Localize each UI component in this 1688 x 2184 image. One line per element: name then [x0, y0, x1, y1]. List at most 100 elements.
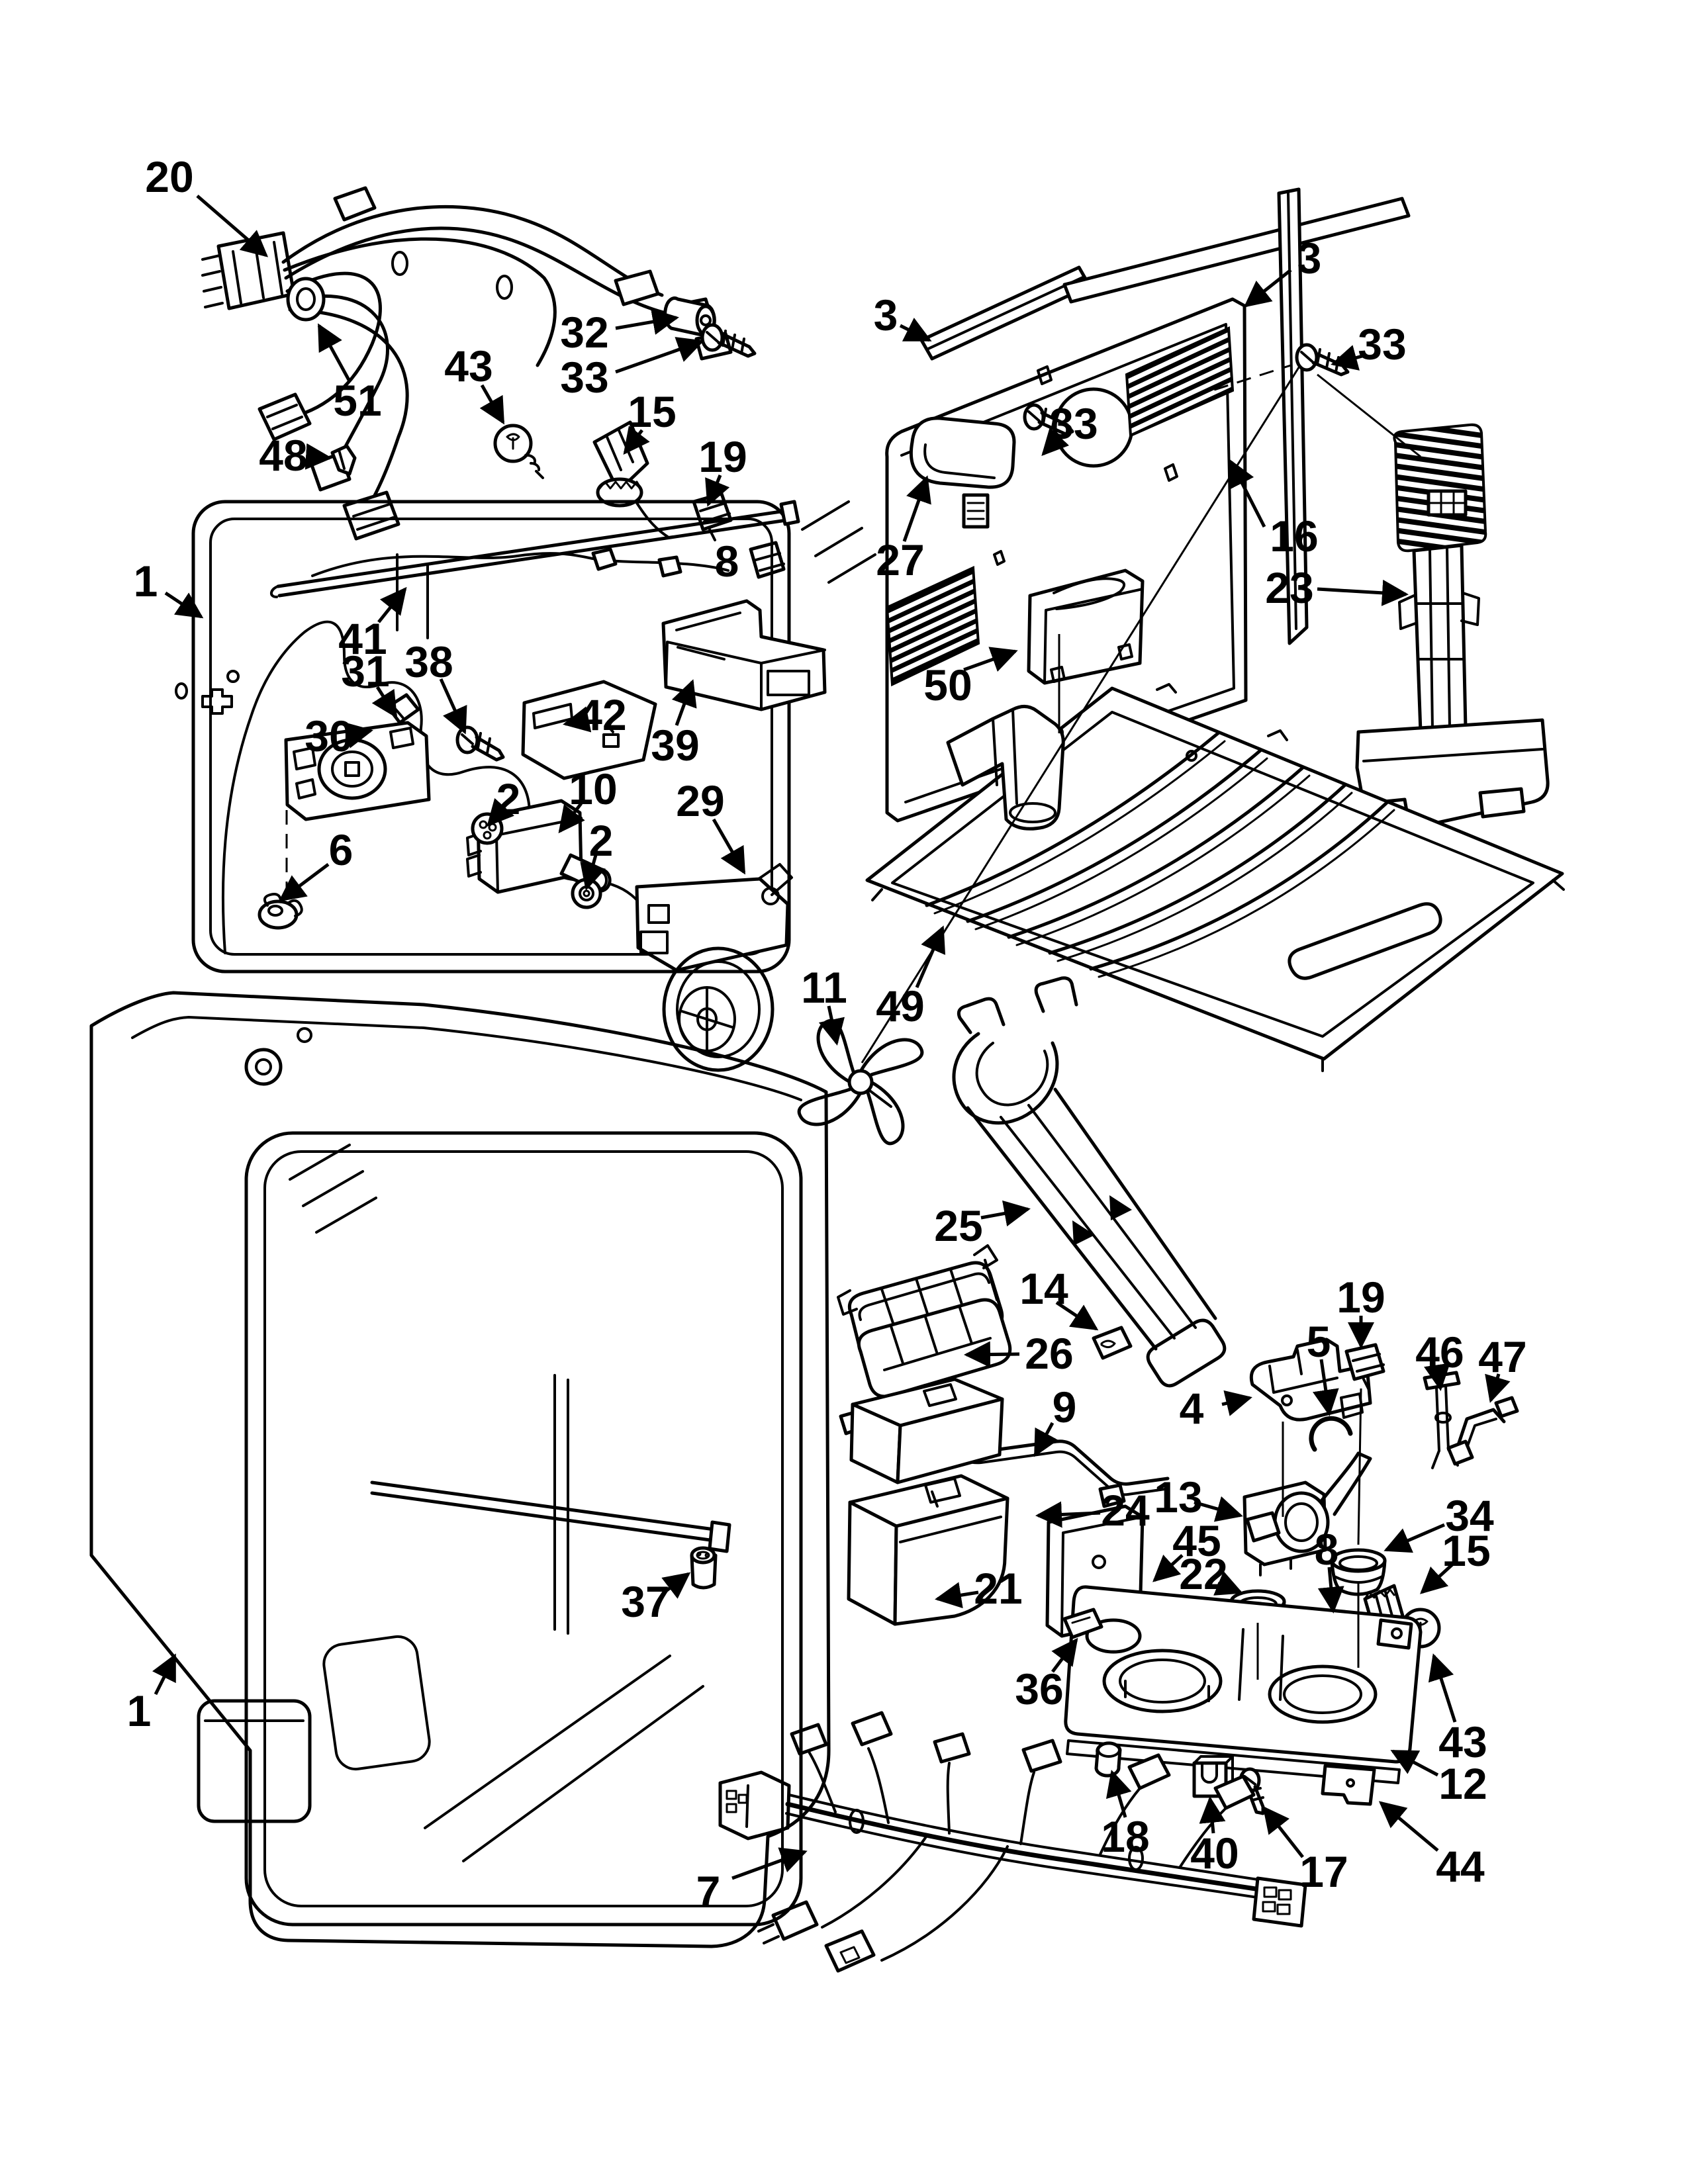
callout-arrows	[152, 195, 1511, 1880]
callout-arrow-19a	[705, 475, 730, 507]
leader-line-5	[1357, 1388, 1362, 1545]
callout-30: 30	[305, 711, 353, 760]
callout-arrow-33b	[1331, 345, 1363, 371]
callout-39: 39	[651, 721, 699, 770]
callout-arrow-24	[1035, 1501, 1101, 1528]
callout-43b: 43	[1438, 1717, 1487, 1766]
callout-9: 9	[1053, 1383, 1077, 1432]
callout-42: 42	[578, 690, 626, 739]
callout-37: 37	[621, 1577, 669, 1626]
callout-19b: 19	[1336, 1273, 1385, 1322]
callout-arrow-31	[371, 686, 398, 719]
callout-3b: 3	[1297, 234, 1322, 283]
callout-arrow-39	[671, 679, 697, 726]
leader-line-2	[1191, 364, 1291, 398]
air-duct-lower	[847, 1474, 1009, 1626]
leader-line-1	[1317, 373, 1421, 458]
base-pan	[1064, 1585, 1423, 1784]
callout-arrow-46	[1424, 1363, 1450, 1391]
callout-43a: 43	[444, 341, 492, 390]
callout-arrow-51	[317, 323, 352, 383]
callout-5: 5	[1307, 1317, 1331, 1366]
sensor-wire	[311, 547, 729, 578]
tray-post	[946, 705, 1065, 831]
deflector-panel	[1027, 569, 1145, 685]
callout-arrow-25	[980, 1200, 1031, 1227]
callout-arrow-20	[196, 195, 269, 257]
callout-arrow-13	[1194, 1496, 1243, 1522]
callout-2b: 2	[589, 816, 614, 865]
ice-cube-tray	[837, 1244, 1012, 1398]
retainer-ring	[1309, 1416, 1353, 1452]
callout-20: 20	[145, 152, 193, 201]
callout-13: 13	[1154, 1473, 1202, 1522]
callout-arrow-27	[902, 475, 931, 542]
callout-arrow-16	[1229, 459, 1266, 528]
callout-arrow-15a	[623, 426, 650, 455]
defrost-heater-rod	[270, 500, 800, 598]
callout-8b: 8	[1315, 1525, 1339, 1574]
rear-panel-right	[1062, 187, 1411, 645]
callout-arrow-2a	[487, 797, 514, 827]
callout-26: 26	[1025, 1329, 1073, 1378]
callout-27: 27	[876, 535, 924, 584]
fan-blade	[797, 1019, 924, 1146]
callout-1b: 1	[127, 1686, 152, 1735]
callout-arrow-3b	[1243, 269, 1292, 308]
callout-21: 21	[974, 1564, 1022, 1613]
mounting-screw-33c	[1023, 403, 1074, 436]
callout-arrow-18	[1105, 1770, 1132, 1818]
hold-down-clip	[330, 444, 357, 476]
callout-arrow-32	[615, 308, 679, 335]
callout-14: 14	[1019, 1264, 1068, 1313]
callout-arrow-37	[661, 1572, 691, 1599]
callout-17: 17	[1299, 1847, 1348, 1896]
callout-6: 6	[329, 825, 353, 874]
callout-arrow-22	[1213, 1570, 1243, 1596]
crisper-area	[197, 1635, 431, 1823]
fan-shroud-bracket	[635, 863, 793, 1072]
callout-arrow-43a	[479, 384, 505, 425]
fan-motor	[1249, 1338, 1372, 1422]
mounting-screw-33a	[700, 323, 757, 358]
callout-arrow-44	[1378, 1801, 1439, 1852]
callout-arrow-50	[963, 647, 1018, 672]
callout-10: 10	[569, 764, 617, 813]
mounting-strap	[1446, 1396, 1519, 1466]
callout-arrow-21	[935, 1582, 979, 1609]
callout-arrow-8b	[1317, 1567, 1344, 1614]
callout-arrow-7	[731, 1847, 808, 1880]
cabinet-liner	[89, 991, 831, 1948]
callout-38: 38	[404, 637, 453, 686]
callout-arrow-30	[344, 722, 373, 749]
callout-arrow-1a	[164, 591, 204, 619]
air-duct-housing	[661, 599, 827, 711]
callout-19a: 19	[698, 432, 747, 481]
spec-pad-14	[1092, 1326, 1133, 1360]
callout-arrow-42	[563, 706, 592, 733]
callout-arrow-11	[818, 1005, 845, 1046]
callout-22: 22	[1179, 1549, 1227, 1598]
callout-50: 50	[923, 660, 972, 709]
rear-panel-trim	[919, 265, 1092, 361]
callout-arrow-5	[1312, 1359, 1339, 1416]
callout-arrow-34	[1383, 1523, 1445, 1553]
insulation-pad-36	[1062, 1608, 1103, 1639]
callout-45: 45	[1172, 1516, 1221, 1565]
control-bracket	[284, 721, 431, 821]
callout-33c: 33	[1049, 399, 1098, 448]
spacer-sleeve-18	[1094, 1741, 1122, 1778]
callout-arrow-26	[964, 1341, 1020, 1368]
callout-arrow-15b	[1420, 1563, 1454, 1594]
callout-12: 12	[1438, 1759, 1487, 1808]
callout-34: 34	[1445, 1491, 1494, 1540]
callout-31: 31	[341, 647, 389, 696]
callout-arrow-33c	[1041, 427, 1070, 456]
callout-arrow-10	[558, 802, 585, 834]
callout-24: 24	[1101, 1486, 1150, 1535]
callout-arrow-49	[915, 925, 946, 988]
callout-29: 29	[676, 776, 724, 825]
